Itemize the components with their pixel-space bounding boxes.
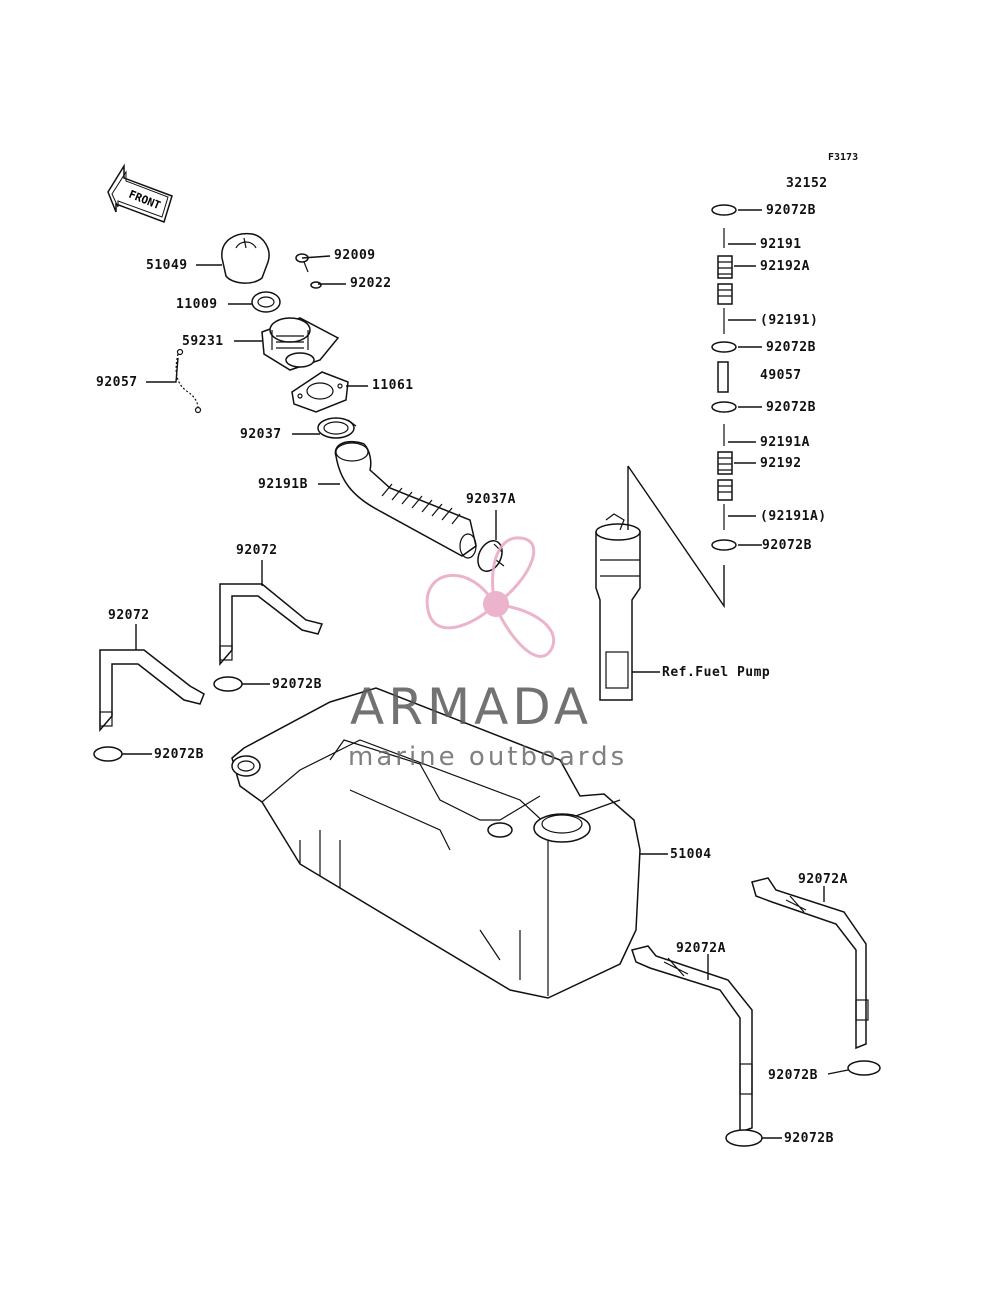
front-arrow-icon: FRONT	[107, 163, 173, 223]
label-92072A-right: 92072A	[798, 872, 848, 887]
label-92192A: 92192A	[760, 259, 810, 274]
part-92009-bolt	[295, 253, 309, 273]
label-92191A: 92191A	[760, 435, 810, 450]
part-32152-vent-hose	[720, 154, 756, 196]
label-92191B: 92191B	[258, 477, 308, 492]
part-92072B-clamp-c	[711, 204, 737, 216]
label-59231: 59231	[182, 334, 224, 349]
armada-logo-icon	[425, 536, 556, 658]
part-49057-valve	[717, 361, 729, 393]
part-92057-cord	[175, 348, 202, 414]
label-92192: 92192	[760, 456, 802, 471]
part-92072-strap-upper	[219, 583, 324, 667]
part-11009-ring	[251, 291, 281, 313]
part-92072B-clamp-f	[711, 539, 737, 551]
watermark-title: ARMADA	[350, 678, 593, 736]
label-92072B-g: 92072B	[768, 1068, 818, 1083]
label-92072-top: 92072	[236, 543, 278, 558]
label-51049: 51049	[146, 258, 188, 273]
label-92072B-a: 92072B	[272, 677, 322, 692]
label-92072B-d: 92072B	[766, 340, 816, 355]
pump-connection-line	[627, 465, 725, 609]
part-92072B-clamp-b	[93, 746, 123, 762]
figure-code: F3173	[828, 152, 859, 163]
part-92072B-clamp-e	[711, 401, 737, 413]
label-11009: 11009	[176, 297, 218, 312]
label-92072B-h: 92072B	[784, 1131, 834, 1146]
label-92072-left: 92072	[108, 608, 150, 623]
part-92037-clamp	[317, 417, 357, 439]
part-92191B-hose	[334, 440, 477, 559]
label-11061: 11061	[372, 378, 414, 393]
leader-lines	[122, 209, 849, 1139]
part-92072-strap-lower	[99, 649, 205, 733]
part-92072B-clamp-a	[213, 676, 243, 692]
label-92022: 92022	[350, 276, 392, 291]
label-92009: 92009	[334, 248, 376, 263]
label-ref-fuel-pump: Ref.Fuel Pump	[662, 665, 771, 680]
part-92072A-strap-mid	[631, 945, 753, 1134]
label-32152: 32152	[786, 176, 828, 191]
label-92057: 92057	[96, 375, 138, 390]
label-92072A-mid: 92072A	[676, 941, 726, 956]
label-92072B-f: 92072B	[762, 538, 812, 553]
part-11061-gasket	[291, 371, 349, 413]
part-59231-filler-neck	[261, 317, 340, 371]
part-92072B-clamp-g	[847, 1060, 881, 1076]
label-92191A-paren: (92191A)	[760, 509, 827, 524]
label-92072B-c: 92072B	[766, 203, 816, 218]
part-51004-fuel-tank	[231, 687, 641, 999]
label-51004: 51004	[670, 847, 712, 862]
label-92037: 92037	[240, 427, 282, 442]
part-92072B-clamp-h	[725, 1129, 763, 1147]
label-92191: 92191	[760, 237, 802, 252]
part-51049-cap	[221, 232, 270, 284]
part-92192-filter	[717, 451, 733, 501]
part-92037A-clamp	[477, 540, 505, 572]
part-92072A-strap-right	[751, 877, 869, 1050]
fuel-pump-reference	[595, 513, 641, 701]
watermark-subtitle: marine outboards	[348, 742, 628, 772]
part-92022-washer	[310, 281, 322, 289]
label-92072B-e: 92072B	[766, 400, 816, 415]
label-49057: 49057	[760, 368, 802, 383]
part-92072B-clamp-d	[711, 341, 737, 353]
part-92192A-filter	[717, 255, 733, 305]
label-92037A: 92037A	[466, 492, 516, 507]
label-92191-paren: (92191)	[760, 313, 819, 328]
label-92072B-b: 92072B	[154, 747, 204, 762]
